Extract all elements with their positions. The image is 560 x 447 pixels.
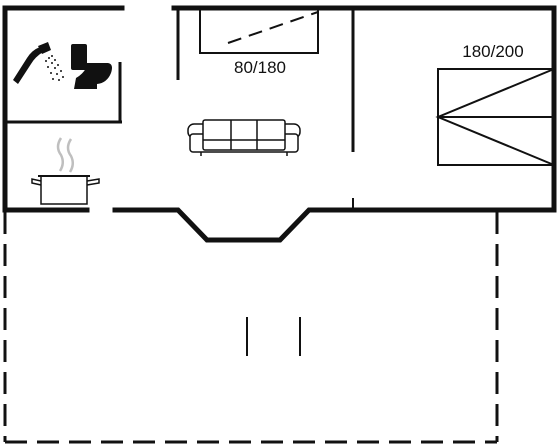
double-bed-size-label: 180/200 bbox=[462, 42, 523, 61]
shower-icon bbox=[13, 42, 64, 84]
double-bed-icon bbox=[435, 68, 555, 166]
terrace-door-posts bbox=[246, 317, 301, 356]
cooking-pot-icon bbox=[31, 137, 100, 205]
toilet-icon bbox=[71, 44, 112, 89]
single-bed-icon bbox=[199, 8, 319, 54]
interior-walls bbox=[5, 8, 355, 210]
single-bed-size-label: 80/180 bbox=[234, 58, 286, 77]
terrace bbox=[3, 212, 499, 444]
sofa-icon bbox=[187, 119, 301, 156]
